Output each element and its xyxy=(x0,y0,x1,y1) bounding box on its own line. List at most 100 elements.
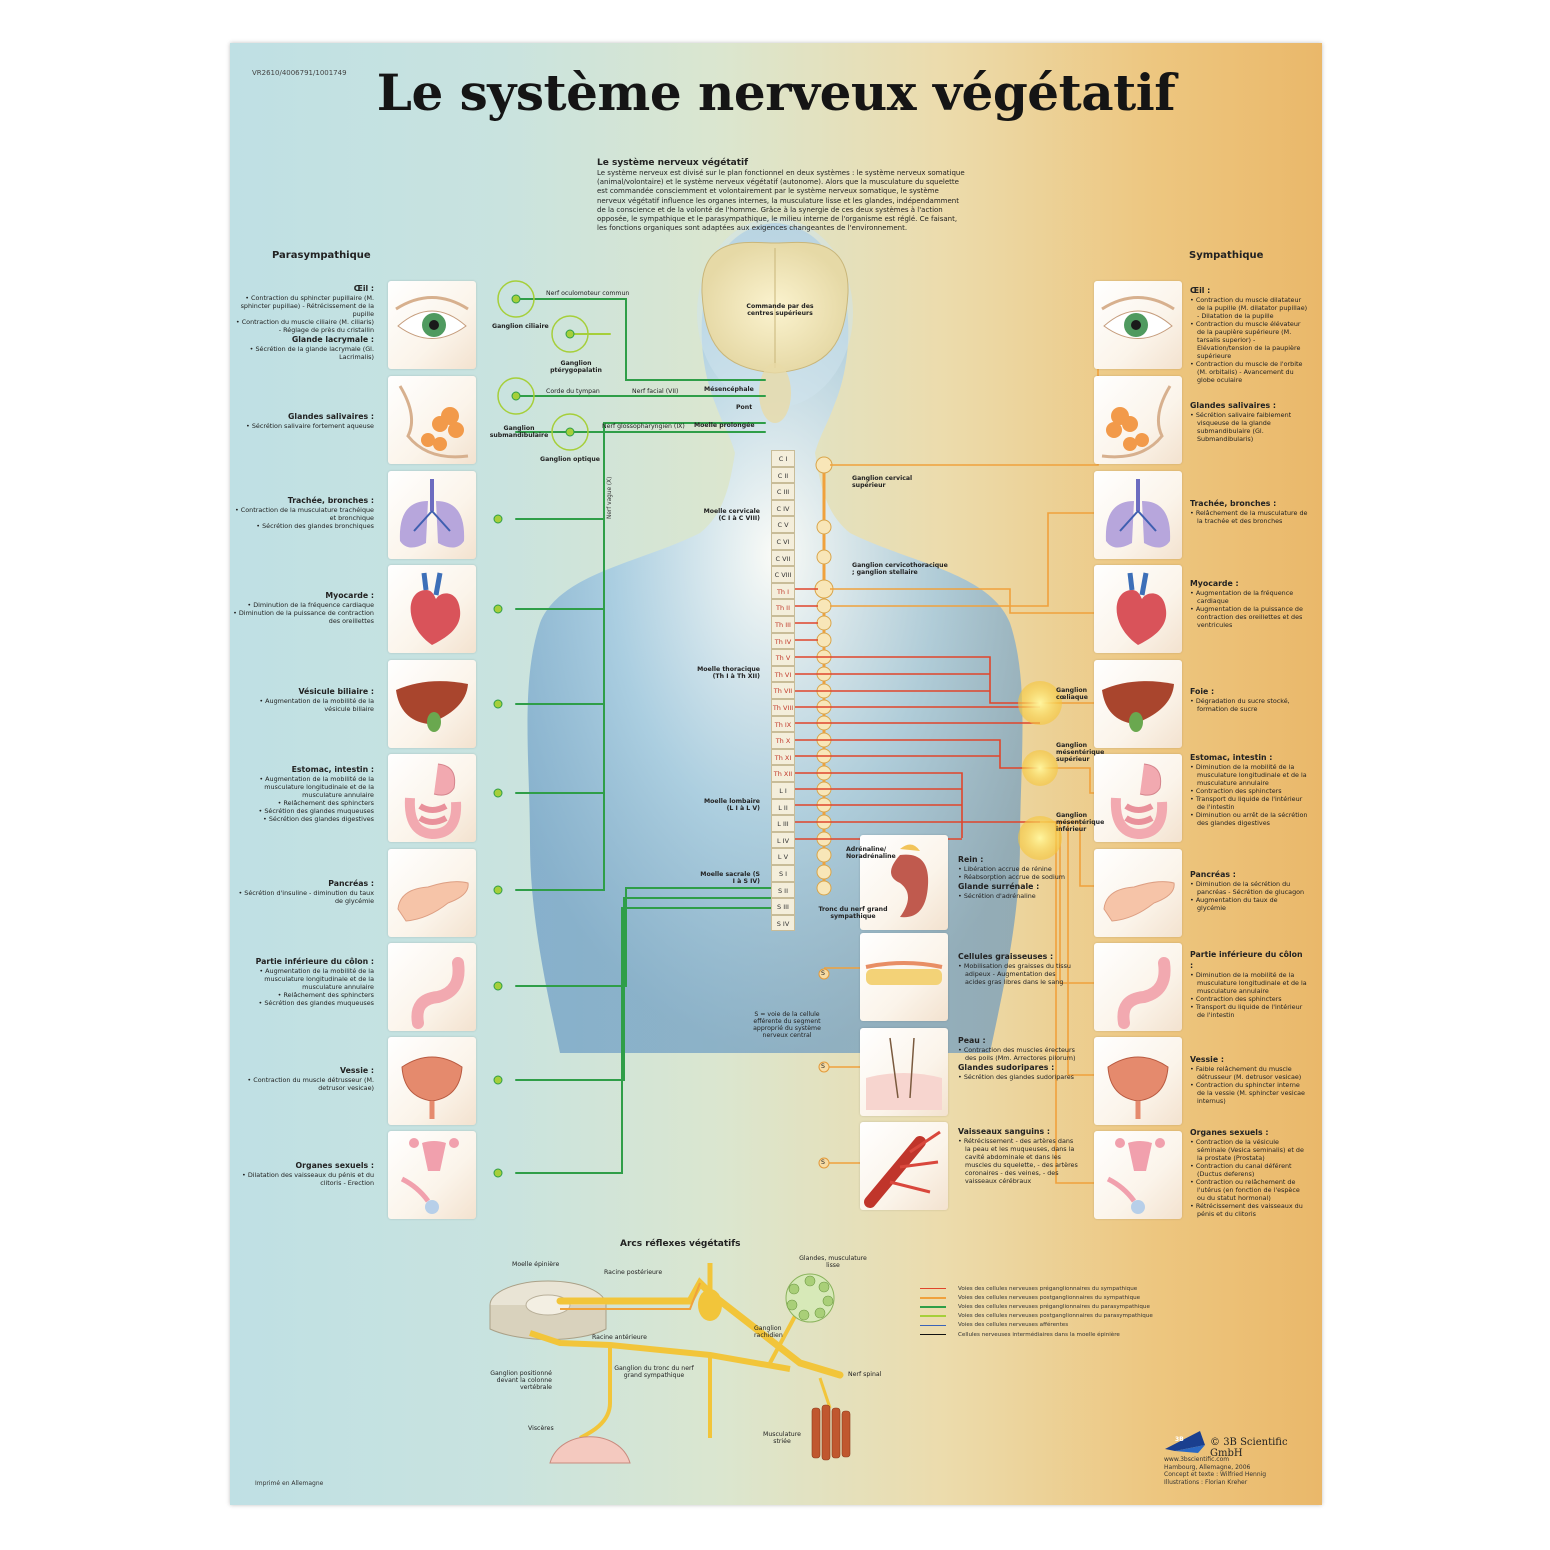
organ-image-gallbladder-left xyxy=(388,660,476,748)
symp-stomach-item: Transport du liquide de l'intérieur de l… xyxy=(1190,795,1308,811)
symp-pancreas-item: Diminution de la sécrétion du pancréas -… xyxy=(1190,880,1308,896)
symp-trachea-name: Trachée, bronches : xyxy=(1190,499,1277,508)
liver-illustration xyxy=(1102,681,1174,732)
vessels-name: Vaisseaux sanguins : xyxy=(958,1127,1050,1136)
intro-heading: Le système nerveux végétatif xyxy=(597,158,749,168)
label-nerf-glosso: Nerf glossopharyngien (IX) xyxy=(602,423,685,430)
spinal-segment: C I xyxy=(771,450,795,467)
para-pancreas-text: Pancréas : Sécrétion d'insuline - diminu… xyxy=(232,878,374,905)
spinal-segment: S II xyxy=(771,881,795,899)
organ-image-vessels xyxy=(860,1122,948,1210)
arc-moelle-epiniere: Moelle épinière xyxy=(512,1261,560,1268)
symp-heart-item: Augmentation de la fréquence cardiaque xyxy=(1190,589,1308,605)
label-moelle-lombaire: Moelle lombaire (L I à L V) xyxy=(704,798,760,812)
symp-pancreas-text: Pancréas : Diminution de la sécrétion du… xyxy=(1190,869,1308,912)
arc-ganglion-rachidien: Ganglion rachidien xyxy=(754,1325,783,1339)
organ-image-colon-right xyxy=(1094,943,1182,1031)
para-bladder-item: Contraction du muscle détrusseur (M. det… xyxy=(232,1076,374,1092)
para-stomach-name: Estomac, intestin : xyxy=(291,765,374,774)
label-adrenaline: Adrénaline/ Noradrénaline xyxy=(846,846,896,860)
label-s: S xyxy=(821,1063,825,1070)
para-pancreas-name: Pancréas : xyxy=(328,879,374,888)
para-colon-text: Partie inférieure du côlon : Augmentatio… xyxy=(232,956,374,1007)
spinal-segment: C VI xyxy=(771,533,795,550)
symp-stomach-text: Estomac, intestin : Diminution de la mob… xyxy=(1190,752,1308,827)
kidney-illustration xyxy=(891,844,929,918)
symp-liver-name: Foie : xyxy=(1190,687,1215,696)
organ-image-skin xyxy=(860,1028,948,1116)
arc-glandes: Glandes, musculature lisse xyxy=(799,1255,867,1269)
spinal-segment: Th II xyxy=(771,599,795,616)
symp-eye-name: Œil : xyxy=(1190,286,1211,295)
sympathetic-heading: Sympathique xyxy=(1189,250,1264,261)
spinal-segment: L IV xyxy=(771,831,795,849)
label-ganglion-ciliaire: Ganglion ciliaire xyxy=(492,323,549,330)
symp-liver-text: Foie : Dégradation du sucre stocké, form… xyxy=(1190,686,1308,713)
symp-sexual-item: Rétrécissement des vaisseaux du pénis et… xyxy=(1190,1202,1308,1218)
spinal-segment: S I xyxy=(771,865,795,882)
spinal-segment: L I xyxy=(771,782,795,799)
organ-image-eye-right xyxy=(1094,281,1182,369)
organ-image-liver-right xyxy=(1094,660,1182,748)
brand-logo-text: 3B xyxy=(1175,1436,1184,1443)
spinal-segment: C III xyxy=(771,483,795,500)
para-trachea-name: Trachée, bronches : xyxy=(287,496,374,505)
brand-name-text: 3B Scientific GmbH xyxy=(1210,1437,1288,1459)
symp-bladder-item: Contraction du sphincter interne de la v… xyxy=(1190,1081,1308,1105)
spinal-segment: S III xyxy=(771,898,795,915)
legend: Voies des cellules nerveuses préganglion… xyxy=(920,1284,1153,1339)
credits: www.3bscientific.com Hambourg, Allemagne… xyxy=(1164,1456,1266,1486)
liver-illustration xyxy=(396,681,468,732)
adrenal-name: Glande surrénale : xyxy=(958,882,1040,891)
reflex-arc-diagram xyxy=(489,1263,851,1464)
credits-line: Illustrations : Florian Kreher xyxy=(1164,1478,1248,1486)
symp-stomach-item: Contraction des sphincters xyxy=(1190,787,1308,795)
spinal-segment: C VII xyxy=(771,549,795,567)
legend-swatch xyxy=(920,1296,946,1299)
organ-image-sexual-left xyxy=(388,1131,476,1219)
symp-colon-item: Transport du liquide de l'intérieur de l… xyxy=(1190,1003,1308,1019)
fat-cells-item: Mobilisation des graisses du tissu adipe… xyxy=(958,962,1078,986)
organ-image-heart-right xyxy=(1094,565,1182,653)
symp-heart-item: Augmentation de la puissance de contract… xyxy=(1190,605,1308,629)
para-colon-item: Relâchement des sphincters xyxy=(232,991,374,999)
poster: VR2610/4006791/1001749 Le système nerveu… xyxy=(230,43,1322,1505)
credits-line: Hambourg, Allemagne, 2006 xyxy=(1164,1463,1251,1471)
kidney-item: Réabsorption accrue de sodium xyxy=(958,873,1078,881)
skin-item: Contraction des muscles érecteurs des po… xyxy=(958,1046,1078,1062)
para-colon-item: Sécrétion des glandes muqueuses xyxy=(232,999,374,1007)
skin-name: Peau : xyxy=(958,1036,986,1045)
spinal-segment: C II xyxy=(771,466,795,484)
organ-image-colon-left xyxy=(388,943,476,1031)
intro-text: Le système nerveux est divisé sur le pla… xyxy=(597,169,965,233)
organ-image-stomach-right xyxy=(1094,754,1182,842)
skin-text: Peau : Contraction des muscles érecteurs… xyxy=(958,1035,1078,1081)
legend-row: Voies des cellules nerveuses afférentes xyxy=(920,1321,1153,1330)
spinal-segment: C V xyxy=(771,516,795,533)
para-heart-item: Diminution de la fréquence cardiaque xyxy=(232,601,374,609)
kidney-name: Rein : xyxy=(958,855,984,864)
para-heart-item: Diminution de la puissance de contractio… xyxy=(232,609,374,625)
symp-stomach-name: Estomac, intestin : xyxy=(1190,753,1273,762)
fat-cells-text: Cellules graisseuses : Mobilisation des … xyxy=(958,951,1078,986)
symp-stomach-item: Diminution ou arrêt de la sécrétion des … xyxy=(1190,811,1308,827)
para-sexual-item: Dilatation des vaisseaux du pénis et du … xyxy=(232,1171,374,1187)
symp-trachea-text: Trachée, bronches : Relâchement de la mu… xyxy=(1190,498,1308,525)
symp-pancreas-name: Pancréas : xyxy=(1190,870,1236,879)
heart-illustration xyxy=(410,572,461,645)
para-eye-item: Contraction du sphincter pupillaire (M. … xyxy=(232,294,374,318)
spinal-segment: Th I xyxy=(771,582,795,600)
intestine-illustration xyxy=(1110,763,1168,840)
legend-row: Voies des cellules nerveuses préganglion… xyxy=(920,1302,1153,1311)
adrenal-item: Sécrétion d'adrénaline xyxy=(958,892,1078,900)
para-stomach-item: Augmentation de la mobilité de la muscul… xyxy=(232,775,374,799)
spinal-segment: Th XI xyxy=(771,748,795,766)
pancreas-illustration xyxy=(1103,881,1175,922)
para-eye-text: Œil : Contraction du sphincter pupillair… xyxy=(232,283,374,361)
kidney-item: Libération accrue de rénine xyxy=(958,865,1078,873)
printed-in: Imprimé en Allemagne xyxy=(255,1480,324,1487)
symp-colon-text: Partie inférieure du côlon : Diminution … xyxy=(1190,949,1308,1019)
symp-sexual-text: Organes sexuels : Contraction de la vési… xyxy=(1190,1127,1308,1218)
para-sexual-text: Organes sexuels : Dilatation des vaissea… xyxy=(232,1160,374,1187)
symp-heart-text: Myocarde : Augmentation de la fréquence … xyxy=(1190,578,1308,629)
